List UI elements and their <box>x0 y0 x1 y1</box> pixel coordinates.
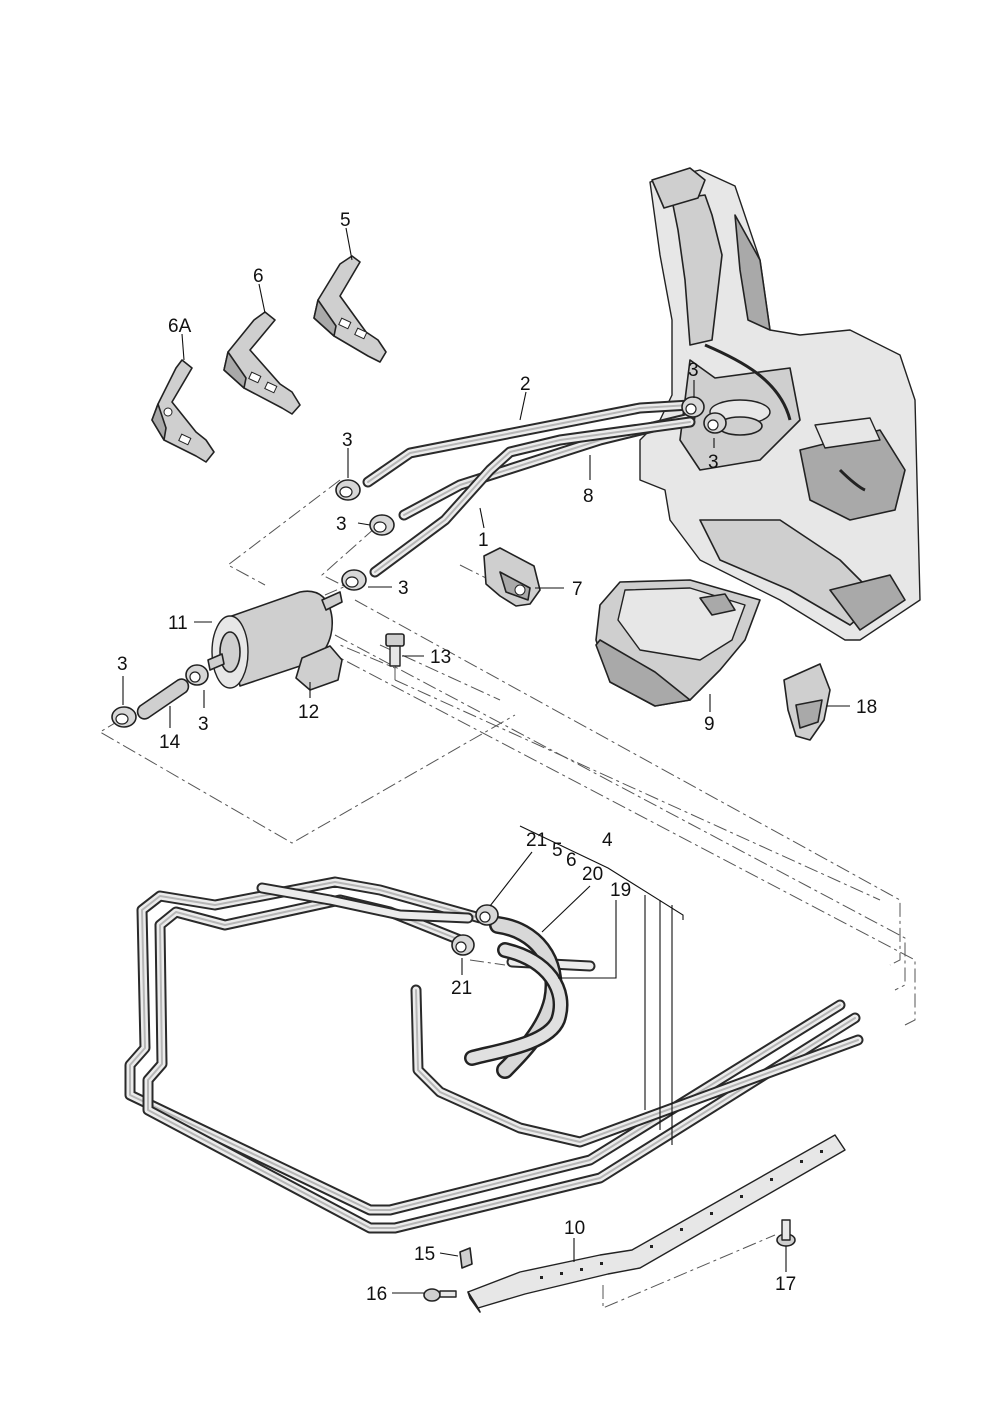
pipe-group-upper <box>362 399 696 578</box>
bracket-part-5 <box>313 255 387 363</box>
fuel-filter-part-11 <box>207 590 343 691</box>
fuel-tank <box>639 167 921 641</box>
callout-11: 11 <box>168 613 188 634</box>
bolt-part-13 <box>385 633 405 667</box>
callout-labels: 5 6 6A 2 3 3 8 3 1 3 3 7 11 13 3 3 12 14… <box>117 210 877 1305</box>
screw-part-16 <box>423 1288 457 1302</box>
clip-nut-part-15 <box>459 1247 473 1269</box>
callout-18: 18 <box>856 697 877 718</box>
callout-10: 10 <box>564 1218 585 1239</box>
callout-7: 7 <box>572 579 583 600</box>
callout-21-top: 21 <box>526 830 547 851</box>
callout-5-mid: 5 <box>552 840 563 861</box>
callout-17: 17 <box>775 1274 796 1295</box>
hose-clamps-upper <box>335 396 727 591</box>
callout-6-mid: 6 <box>566 850 577 871</box>
pipe-holder-part-7 <box>483 547 541 607</box>
bracket-part-6a <box>151 359 215 463</box>
callout-3-pipe-b: 3 <box>336 514 347 535</box>
callout-3-left-top: 3 <box>117 654 128 675</box>
callout-4: 4 <box>602 830 613 851</box>
bracket-part-6 <box>223 311 301 415</box>
hoses-part-19-20 <box>464 916 569 1079</box>
clip-part-18 <box>783 663 831 741</box>
assembly-guide-lines <box>99 479 916 1309</box>
callout-6-top: 6 <box>253 266 264 287</box>
callout-19: 19 <box>610 880 631 901</box>
callout-3-tank-lower: 3 <box>708 452 719 473</box>
callout-8: 8 <box>583 486 594 507</box>
callout-1: 1 <box>478 530 489 551</box>
callout-3-pipe-a: 3 <box>342 430 353 451</box>
leader-lines <box>122 227 850 1294</box>
callout-21-bottom: 21 <box>451 978 472 999</box>
protective-strip-part-10 <box>467 1134 846 1313</box>
hose-part-14 <box>136 678 190 720</box>
hose-clamps-left <box>111 664 209 728</box>
screw-part-17 <box>776 1219 796 1247</box>
callout-12: 12 <box>298 702 319 723</box>
callout-3-tank-upper: 3 <box>688 360 699 381</box>
callout-5-top: 5 <box>340 210 351 231</box>
hose-clamps-part-21 <box>451 904 499 956</box>
callout-2: 2 <box>520 374 531 395</box>
callout-14: 14 <box>159 732 181 753</box>
callout-20: 20 <box>582 864 603 885</box>
callout-3-left-right: 3 <box>198 714 209 735</box>
callout-3-pipe-c: 3 <box>398 578 409 599</box>
callout-16: 16 <box>366 1284 387 1305</box>
callout-6a: 6A <box>168 316 192 337</box>
callout-9: 9 <box>704 714 715 735</box>
insulation-part-9 <box>595 579 761 707</box>
callout-13: 13 <box>430 647 451 668</box>
pipe-group-lower <box>124 876 864 1234</box>
callout-15: 15 <box>414 1244 435 1265</box>
